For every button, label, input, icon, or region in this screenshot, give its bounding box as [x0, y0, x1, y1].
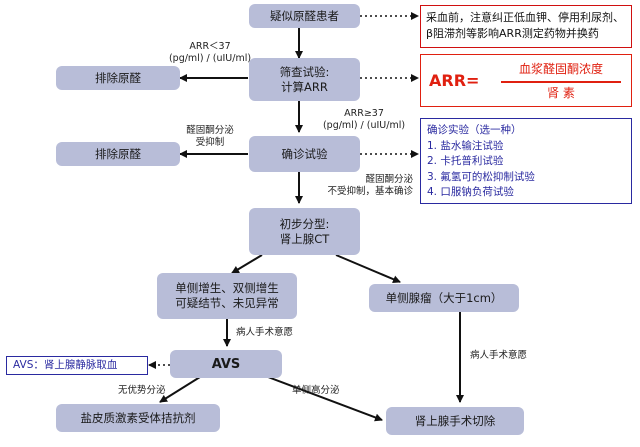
confirm-tests-note: 确诊实验（选一种） 1. 盐水输注试验 2. 卡托普利试验 3. 氟氢可的松抑制…	[420, 118, 632, 204]
confirm-test-item: 3. 氟氢可的松抑制试验	[427, 170, 535, 183]
unilateral-high-label: 单侧高分泌	[292, 385, 340, 396]
suspect-label: 疑似原醛患者	[270, 8, 339, 23]
confirm-label: 确诊试验	[281, 146, 328, 161]
bilateral-box: 单侧增生、双侧增生 可疑结节、未见异常	[157, 273, 297, 319]
suppressed-line1: 醛固酮分泌	[186, 125, 234, 136]
arr-high-line1: ARR≥37	[344, 108, 384, 119]
prep-note: 采血前，注意纠正低血钾、停用利尿剂、 β阻滞剂等影响ARR测定药物并换药	[420, 5, 632, 48]
avs-box: AVS	[170, 350, 282, 378]
avs-note: AVS：肾上腺静脉取血	[6, 356, 148, 375]
not-suppressed-line2: 不受抑制，基本确诊	[327, 186, 413, 197]
mra-label: 盐皮质激素受体拮抗剂	[80, 410, 196, 425]
adrenalectomy-box: 肾上腺手术切除	[386, 407, 524, 435]
avs-label: AVS	[211, 356, 241, 372]
confirm-test-item: 4. 口服钠负荷试验	[427, 186, 514, 198]
prep-note-line2: β阻滞剂等影响ARR测定药物并换药	[426, 27, 599, 40]
adrenalectomy-label: 肾上腺手术切除	[414, 413, 496, 428]
adenoma-box: 单侧腺瘤（大于1cm）	[369, 284, 519, 312]
prep-note-line1: 采血前，注意纠正低血钾、停用利尿剂、	[426, 11, 624, 24]
arr-formula-note: ARR= 血浆醛固酮浓度 肾 素	[420, 54, 632, 107]
arr-high-label: ARR≥37 (pg/ml) / (uIU/ml)	[312, 108, 416, 132]
confirm-test-item: 2. 卡托普利试验	[427, 155, 504, 167]
not-suppressed-label: 醛固酮分泌 不受抑制，基本确诊	[305, 174, 413, 198]
arrow-typing-to-adenoma	[335, 254, 401, 283]
exclude-box-mid: 排除原醛	[56, 142, 180, 166]
confirm-test-item: 1. 盐水输注试验	[427, 139, 504, 152]
screening-line2: 计算ARR	[281, 79, 328, 94]
surgery-intent-left-label: 病人手术意愿	[236, 327, 294, 338]
confirm-box: 确诊试验	[249, 136, 360, 172]
screening-box: 筛查试验: 计算ARR	[249, 58, 360, 101]
not-suppressed-line1: 醛固酮分泌	[365, 174, 413, 185]
typing-box: 初步分型: 肾上腺CT	[249, 208, 360, 255]
arr-high-line2: (pg/ml) / (uIU/ml)	[322, 120, 406, 131]
screening-line1: 筛查试验:	[279, 64, 330, 79]
no-dominant-label: 无优势分泌	[118, 385, 166, 396]
arr-fraction-bar	[501, 81, 621, 83]
arrow-avs-to-surgery	[267, 376, 383, 422]
adenoma-label: 单侧腺瘤（大于1cm）	[385, 290, 503, 305]
avs-note-text: AVS：肾上腺静脉取血	[13, 359, 118, 371]
typing-line1: 初步分型:	[279, 216, 330, 231]
confirm-tests-title: 确诊实验（选一种）	[427, 124, 522, 136]
typing-line2: 肾上腺CT	[279, 231, 330, 246]
arrow-avs-to-mra	[159, 376, 201, 403]
arr-low-line2: (pg/ml) / (uIU/ml)	[168, 53, 252, 64]
arr-low-label: ARR＜37 (pg/ml) / (uIU/ml)	[160, 41, 260, 65]
arr-formula-label: ARR=	[429, 71, 480, 90]
mra-box: 盐皮质激素受体拮抗剂	[56, 404, 220, 432]
surgery-intent-right-label: 病人手术意愿	[470, 350, 528, 361]
arr-denominator: 肾 素	[547, 86, 575, 100]
suppressed-line2: 受抑制	[195, 137, 225, 148]
arr-numerator: 血浆醛固酮浓度	[518, 62, 603, 76]
arr-low-line1: ARR＜37	[189, 41, 231, 52]
arrow-typing-to-bilateral	[231, 254, 263, 274]
bilateral-line1: 单侧增生、双侧增生	[175, 281, 279, 295]
suspect-box: 疑似原醛患者	[249, 4, 360, 28]
exclude-top-label: 排除原醛	[95, 70, 141, 85]
exclude-box-top: 排除原醛	[56, 66, 180, 90]
suppressed-label: 醛固酮分泌 受抑制	[180, 125, 240, 149]
exclude-mid-label: 排除原醛	[95, 146, 141, 161]
bilateral-line2: 可疑结节、未见异常	[175, 296, 279, 310]
